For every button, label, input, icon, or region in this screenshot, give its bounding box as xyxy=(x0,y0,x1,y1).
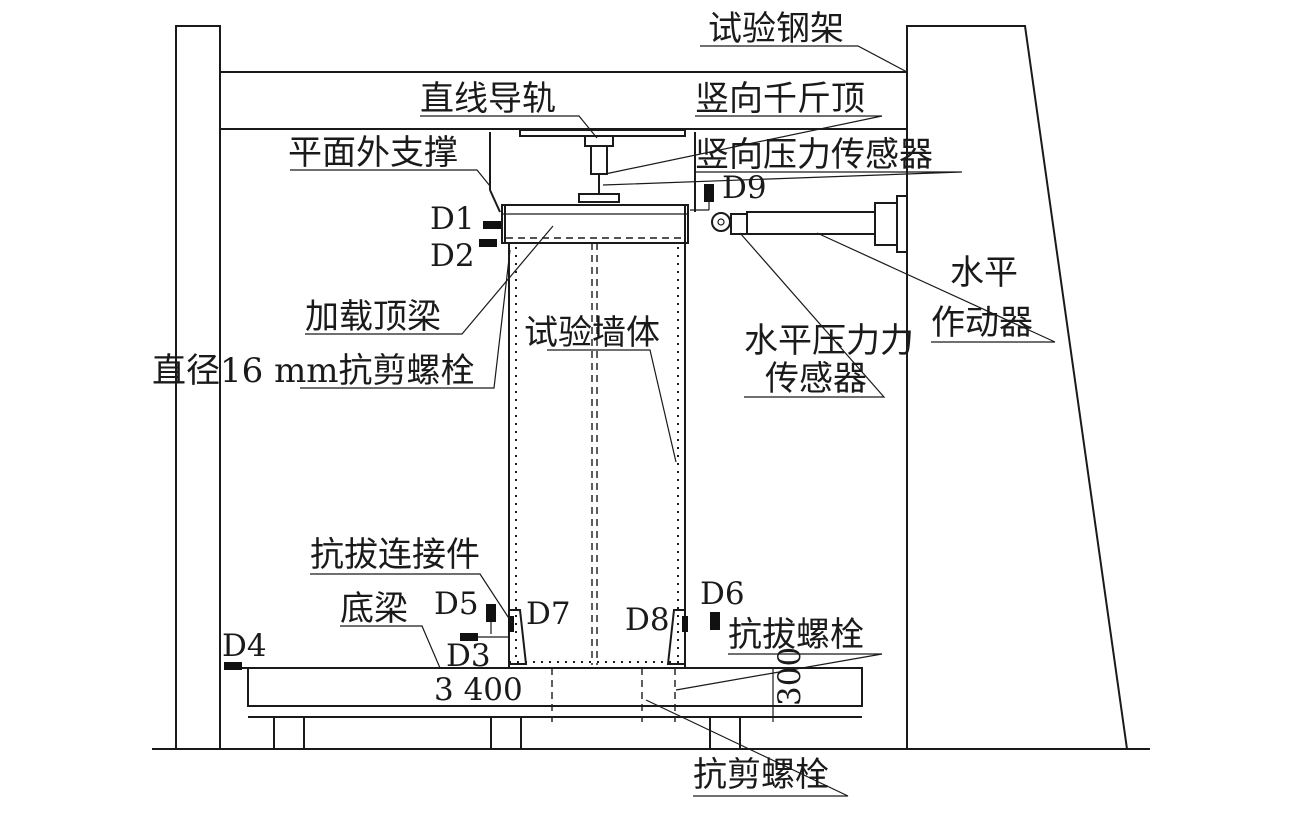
base-beam xyxy=(225,667,863,722)
left-steel-column xyxy=(175,25,221,750)
label-test-wall: 试验墙体 xyxy=(524,313,660,353)
label-loading-top-beam: 加载顶梁 xyxy=(305,297,441,337)
gauge-d1-marker xyxy=(483,221,501,229)
label-shear-bolt: 抗剪螺栓 xyxy=(693,755,829,795)
gauge-label-d6: D6 xyxy=(700,576,745,612)
label-uplift-connector: 抗拔连接件 xyxy=(310,535,480,575)
gauge-d7-marker xyxy=(508,616,514,632)
horizontal-actuator xyxy=(746,195,908,253)
label-base-beam: 底梁 xyxy=(340,589,408,629)
label-linear-guide: 直线导轨 xyxy=(420,79,556,119)
label-shear-bolt-16: 直径16 mm抗剪螺栓 xyxy=(152,351,475,391)
label-horizontal-actuator-2: 作动器 xyxy=(931,303,1033,343)
gauge-label-d8: D8 xyxy=(625,602,670,638)
label-horizontal-actuator-1: 水平 xyxy=(950,253,1018,293)
gauge-markers xyxy=(224,184,720,670)
label-out-of-plane-support: 平面外支撑 xyxy=(288,133,458,173)
gauge-label-d3: D3 xyxy=(446,638,491,674)
gauge-label-d4: D4 xyxy=(222,628,267,664)
uplift-connectors xyxy=(508,609,686,665)
dimension-length: 3 400 xyxy=(434,672,523,708)
gauge-d3-marker xyxy=(460,633,478,641)
label-vertical-load-cell: 竖向压力传感器 xyxy=(695,135,933,175)
label-test-steel-frame: 试验钢架 xyxy=(708,9,844,49)
gauge-d4-marker xyxy=(224,662,242,670)
support-piers xyxy=(273,716,741,750)
label-horizontal-load-cell-1: 水平压力力 xyxy=(744,321,914,361)
gauge-d5-marker xyxy=(486,604,496,622)
gauge-d2-marker xyxy=(479,239,497,247)
vertical-jack xyxy=(578,135,620,203)
dimension-height: 300 xyxy=(772,647,808,706)
leader-lines xyxy=(290,45,1056,797)
loading-top-beam xyxy=(501,204,689,244)
gauge-label-d7: D7 xyxy=(526,596,571,632)
label-vertical-jack: 竖向千斤顶 xyxy=(695,79,865,119)
dimension-height-marks xyxy=(766,667,780,718)
label-uplift-bolt: 抗拔螺栓 xyxy=(728,615,864,655)
out-of-plane-support xyxy=(489,132,696,213)
gauge-d6-marker xyxy=(710,612,720,630)
gauge-label-d2: D2 xyxy=(430,238,475,274)
gauge-label-d1: D1 xyxy=(430,201,475,237)
gauge-label-d9: D9 xyxy=(722,170,767,206)
reaction-wall xyxy=(906,25,1129,750)
gauge-label-d5: D5 xyxy=(434,586,479,622)
label-horizontal-load-cell-2: 传感器 xyxy=(765,359,867,399)
gauge-d8-marker xyxy=(682,616,688,632)
anchor-bolts xyxy=(551,668,676,722)
horizontal-load-cell xyxy=(711,212,748,235)
